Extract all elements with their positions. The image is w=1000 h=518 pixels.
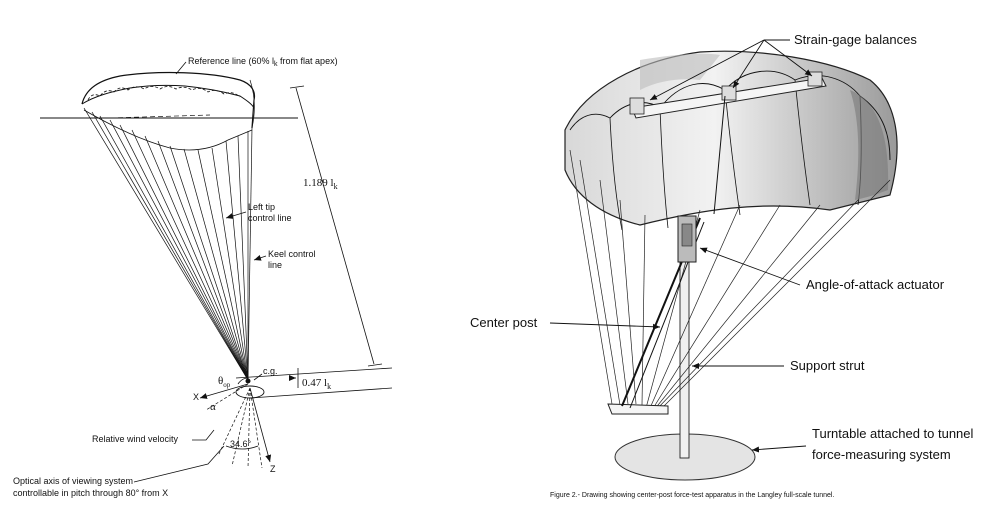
right-suspension-lines [569,149,891,411]
left-tip-label-1: Left tip [248,202,275,212]
reference-line-label: Reference line (60% lk from flat apex) [188,56,338,68]
dimension-1189-label: 1.189 lk [303,177,338,191]
cg-label: c.g. [263,366,278,376]
suspension-lines [83,107,253,381]
figure-caption: Figure 2.- Drawing showing center-post f… [550,492,834,499]
left-tip-label-2: control line [248,213,292,223]
strain-gage-label: Strain-gage balances [794,32,917,47]
left-parawing-diagram: Reference line (60% lk from flat apex) 1… [13,56,393,498]
reference-leader [175,61,187,75]
turntable-label-2: force-measuring system [812,447,951,462]
keel-label-1: Keel control [268,249,316,259]
dimension-1189: 1.189 lk [289,85,383,367]
axis-x-label: X [193,392,199,402]
relative-wind-label: Relative wind velocity [92,434,179,444]
right-apparatus-diagram: Strain-gage balances Angle-of-attack act… [470,32,974,499]
payload-cg: c.g. [235,366,393,399]
axis-z-label: Z [270,464,276,474]
optical-axis-label-1: Optical axis of viewing system [13,476,133,486]
optical-axis-label-2: controllable in pitch through 80° from X [13,488,168,498]
theta-op-label: θop [218,375,231,389]
aoa-actuator-label: Angle-of-attack actuator [806,277,945,292]
angle-label: 34.6° [230,439,252,449]
turntable-label-1: Turntable attached to tunnel [812,426,974,441]
right-canopy [564,50,898,231]
aoa-actuator [677,215,697,263]
keel-label-2: line [268,260,282,270]
alpha-label: α [210,401,216,413]
dimension-047-label: 0.47 lk [302,377,331,391]
support-strut-label: Support strut [790,358,865,373]
left-canopy [81,71,256,151]
center-post-label: Center post [470,315,538,330]
